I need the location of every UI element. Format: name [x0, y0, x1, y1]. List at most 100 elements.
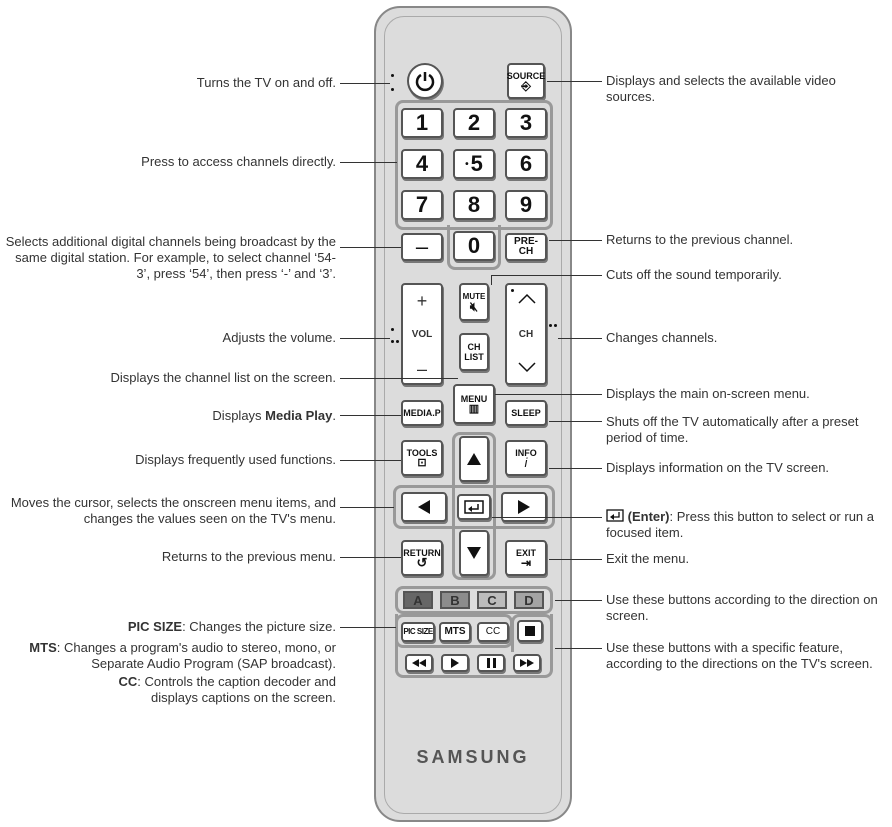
mts-description-bold: MTS	[29, 640, 57, 655]
pic-size-button[interactable]: PIC SIZE	[401, 622, 435, 642]
color-label: C	[487, 592, 497, 608]
ch-list-label: CH	[467, 342, 481, 352]
number-label: 7	[415, 192, 429, 217]
color-buttons-frame	[395, 586, 553, 614]
media-play-description-text: .	[332, 408, 336, 423]
media-play-description: Displays Media Play.	[0, 408, 336, 424]
source-icon: ⎆	[521, 79, 531, 93]
up-arrow-button[interactable]	[459, 436, 489, 482]
power-icon	[415, 72, 435, 92]
cc-label: CC	[485, 626, 501, 637]
return-label: RETURN	[403, 548, 441, 558]
number-button-6[interactable]: 6	[505, 149, 547, 179]
cc-button[interactable]: CC	[477, 622, 509, 642]
numbers-description: Press to access channels directly.	[141, 154, 336, 169]
leader-line	[340, 338, 390, 339]
info-label: INFO	[515, 448, 537, 458]
fast-forward-button[interactable]	[513, 654, 541, 672]
number-label: 2	[467, 110, 481, 135]
enter-icon	[464, 500, 484, 514]
playback-frame-right	[511, 614, 553, 652]
info-icon: i	[524, 455, 528, 470]
dash-description: Selects additional digital channels bein…	[5, 234, 336, 281]
pre-ch-button[interactable]: PRE-CH	[505, 233, 547, 261]
leader-line	[340, 627, 396, 628]
leader-line	[558, 338, 602, 339]
source-button[interactable]: SOURCE ⎆	[507, 63, 545, 99]
rewind-icon	[412, 659, 426, 667]
media-play-label: MEDIA.P	[403, 408, 441, 418]
number-button-8[interactable]: 8	[453, 190, 495, 220]
ch-list-button[interactable]: CH LIST	[459, 333, 489, 371]
leader-line	[547, 81, 602, 82]
pre-ch-label: PRE-CH	[514, 236, 538, 257]
down-arrow-button[interactable]	[459, 530, 489, 576]
media-play-description-bold: Media Play	[265, 408, 333, 423]
left-arrow-button[interactable]	[401, 492, 447, 522]
number-button-0[interactable]: 0	[453, 231, 495, 261]
dash-button[interactable]: –	[401, 233, 443, 261]
number-button-4[interactable]: 4	[401, 149, 443, 179]
down-arrow-icon	[467, 547, 481, 559]
rewind-button[interactable]	[405, 654, 433, 672]
number-button-3[interactable]: 3	[505, 108, 547, 138]
leader-line	[491, 275, 602, 285]
tools-button[interactable]: TOOLS ⊡	[401, 440, 443, 476]
number-button-1[interactable]: 1	[401, 108, 443, 138]
channel-down-icon[interactable]	[517, 361, 537, 373]
number-label: 8	[467, 192, 481, 217]
number-button-5[interactable]: •5	[453, 149, 495, 179]
exit-button[interactable]: EXIT ⇥	[505, 540, 547, 576]
mute-description: Cuts off the sound temporarily.	[606, 267, 782, 282]
color-label: B	[450, 592, 460, 608]
channel-rocker[interactable]: CH	[505, 283, 547, 385]
leader-line	[549, 468, 602, 469]
mute-button[interactable]: MUTE 🔇︎	[459, 283, 489, 321]
number-label: 5	[470, 151, 483, 176]
right-arrow-icon	[518, 500, 530, 514]
samsung-logo: SAMSUNG	[416, 747, 530, 767]
return-button[interactable]: RETURN ↺	[401, 540, 443, 576]
mute-label: MUTE	[462, 292, 486, 301]
color-button-b[interactable]: B	[440, 591, 470, 609]
color-button-c[interactable]: C	[477, 591, 507, 609]
number-button-7[interactable]: 7	[401, 190, 443, 220]
media-play-button[interactable]: MEDIA.P	[401, 400, 443, 426]
number-button-2[interactable]: 2	[453, 108, 495, 138]
volume-down-icon[interactable]: –	[416, 359, 427, 379]
leader-line	[555, 648, 602, 649]
play-button[interactable]	[441, 654, 469, 672]
tools-description: Displays frequently used functions.	[135, 452, 336, 467]
playback-description: Use these buttons with a specific featur…	[606, 640, 873, 671]
return-icon: ↺	[416, 555, 428, 570]
color-button-d[interactable]: D	[514, 591, 544, 609]
cc-description-text: : Controls the caption decoder and displ…	[137, 674, 336, 705]
stop-button[interactable]	[517, 620, 543, 642]
exit-label: EXIT	[515, 548, 536, 558]
volume-up-icon[interactable]: +	[416, 291, 428, 311]
number-button-9[interactable]: 9	[505, 190, 547, 220]
mts-description: MTS: Changes a program's audio to stereo…	[0, 640, 336, 672]
cc-description: CC: Controls the caption decoder and dis…	[96, 674, 336, 706]
stop-icon	[525, 626, 535, 636]
source-description: Displays and selects the available video…	[606, 73, 836, 104]
info-button[interactable]: INFO i	[505, 440, 547, 476]
leader-line	[340, 507, 394, 508]
number-label: 1	[415, 110, 429, 135]
color-button-a[interactable]: A	[403, 591, 433, 609]
sleep-button[interactable]: SLEEP	[505, 400, 547, 426]
volume-rocker[interactable]: + VOL –	[401, 283, 443, 385]
ch-dot	[554, 324, 557, 327]
number-pad-frame	[395, 100, 553, 230]
dash-label: –	[415, 234, 429, 259]
power-button[interactable]	[407, 63, 443, 99]
enter-button[interactable]	[457, 494, 491, 520]
mts-button[interactable]: MTS	[439, 622, 471, 642]
channel-up-icon[interactable]	[517, 293, 537, 305]
menu-button[interactable]: MENU ▥	[453, 384, 495, 424]
sleep-description: Shuts off the TV automatically after a p…	[606, 414, 859, 445]
info-description: Displays information on the TV screen.	[606, 460, 830, 475]
number-label: 4	[415, 151, 429, 176]
pause-button[interactable]	[477, 654, 505, 672]
leader-line	[495, 394, 602, 395]
